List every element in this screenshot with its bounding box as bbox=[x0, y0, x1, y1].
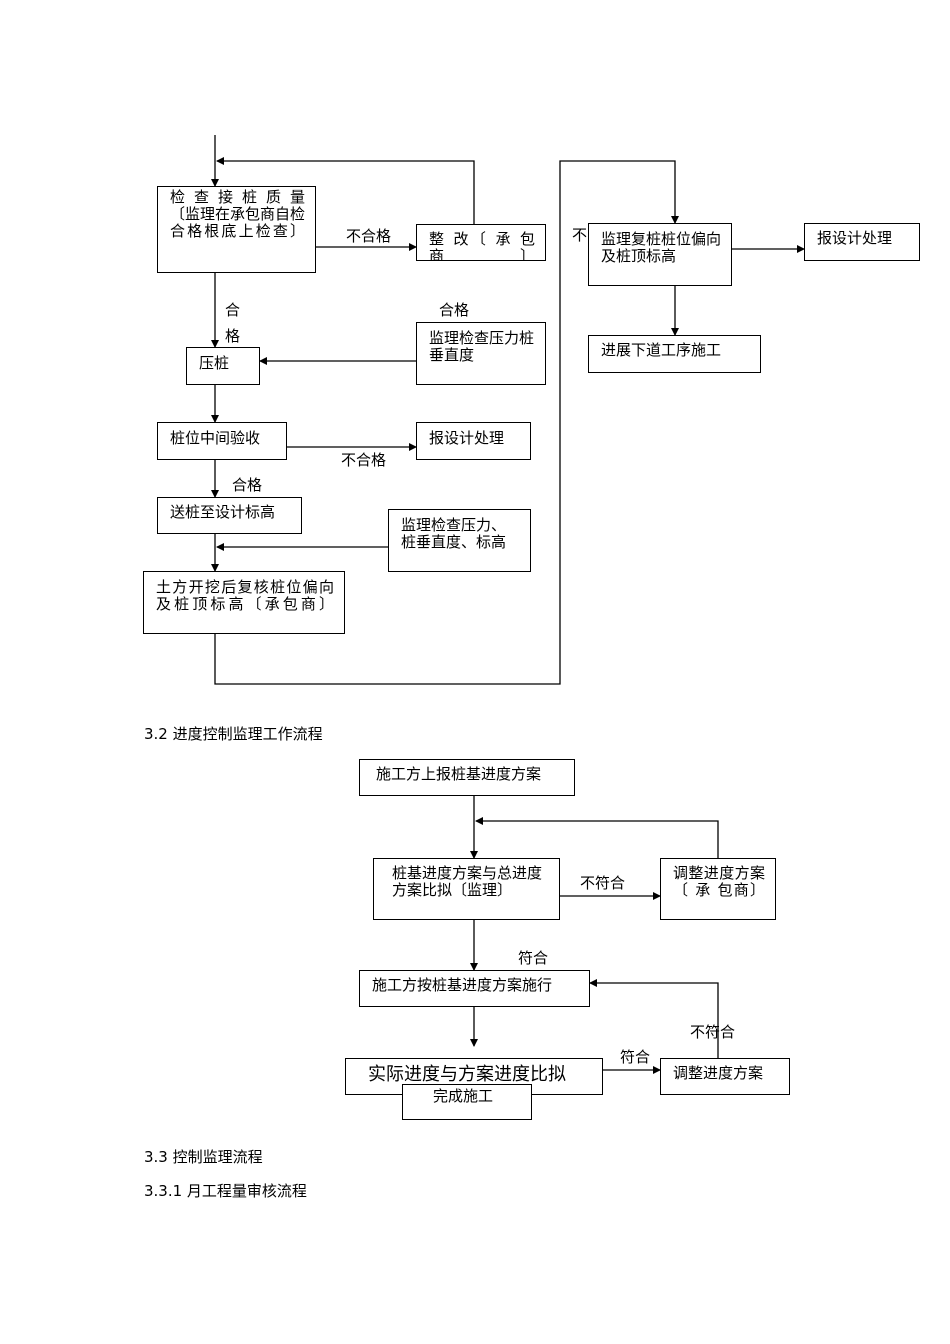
label-not-match-1: 不符合 bbox=[580, 874, 626, 892]
execute-plan-box: 施工方按桩基进度方案施行 bbox=[359, 970, 590, 1007]
label-pass-1a: 合 bbox=[225, 301, 241, 319]
label-pass-3: 合格 bbox=[232, 476, 263, 494]
check-pressure-elevation-box: 监理检查压力、桩垂直度、标高 bbox=[388, 509, 531, 572]
rectify-contractor-text: 整 改〔 承 包商〕 bbox=[429, 230, 535, 261]
next-process-box: 进展下道工序施工 bbox=[588, 335, 761, 373]
label-pass-1b: 格 bbox=[225, 327, 241, 345]
complete-construction-box: 完成施工 bbox=[402, 1084, 532, 1120]
report-design-box-1: 报设计处理 bbox=[416, 422, 531, 460]
report-design-text-2: 报设计处理 bbox=[817, 229, 893, 247]
compare-plans-text: 桩基进度方案与总进度方案比拟〔监理〕 bbox=[392, 864, 543, 899]
adjust-plan-text: 调整进度方案 bbox=[673, 1064, 764, 1082]
check-pressure-verticality-text: 监理检查压力桩垂直度 bbox=[429, 329, 535, 364]
label-match-1: 符合 bbox=[518, 949, 549, 967]
label-fail-2: 不合格 bbox=[341, 451, 387, 469]
supervisor-recheck-text: 监理复桩桩位偏向及桩顶标高 bbox=[601, 230, 722, 265]
press-pile-text: 压桩 bbox=[199, 354, 230, 372]
send-pile-elevation-text: 送桩至设计标高 bbox=[170, 503, 276, 521]
pile-mid-acceptance-box: 桩位中间验收 bbox=[157, 422, 287, 460]
label-not-match-2: 不符合 bbox=[690, 1023, 736, 1041]
excavate-recheck-text: 土方开挖后复核桩位偏向及桩顶标高〔承包商〕 bbox=[156, 578, 334, 613]
check-pressure-elevation-text: 监理检查压力、桩垂直度、标高 bbox=[401, 516, 507, 551]
execute-plan-text: 施工方按桩基进度方案施行 bbox=[372, 976, 553, 994]
send-pile-elevation-box: 送桩至设计标高 bbox=[157, 497, 302, 534]
adjust-plan-contractor-box: 调整进度方案〔 承 包商〕 bbox=[660, 858, 776, 920]
check-joint-quality-text: 检 查 接 桩 质 量〔监理在承包商自检合格根底上检查〕 bbox=[170, 188, 306, 240]
adjust-plan-box: 调整进度方案 bbox=[660, 1058, 790, 1095]
press-pile-box: 压桩 bbox=[186, 347, 260, 385]
label-fail-partial: 不 bbox=[572, 226, 588, 244]
section-3-3-heading: 3.3 控制监理流程 bbox=[144, 1148, 263, 1166]
section-3-3-1-heading: 3.3.1 月工程量审核流程 bbox=[144, 1182, 307, 1200]
report-design-text-1: 报设计处理 bbox=[429, 429, 505, 447]
supervisor-recheck-box: 监理复桩桩位偏向及桩顶标高 bbox=[588, 223, 732, 286]
complete-construction-text: 完成施工 bbox=[433, 1087, 494, 1105]
excavate-recheck-box: 土方开挖后复核桩位偏向及桩顶标高〔承包商〕 bbox=[143, 571, 345, 634]
check-pressure-verticality-box: 监理检查压力桩垂直度 bbox=[416, 322, 546, 385]
adjust-plan-contractor-text: 调整进度方案〔 承 包商〕 bbox=[673, 864, 765, 899]
label-fail-1: 不合格 bbox=[346, 227, 392, 245]
next-process-text: 进展下道工序施工 bbox=[601, 341, 722, 359]
label-pass-2: 合格 bbox=[439, 301, 470, 319]
check-joint-quality-box: 检 查 接 桩 质 量〔监理在承包商自检合格根底上检查〕 bbox=[157, 186, 316, 273]
rectify-contractor-box: 整 改〔 承 包商〕 bbox=[416, 224, 546, 261]
submit-plan-box: 施工方上报桩基进度方案 bbox=[359, 759, 575, 796]
actual-compare-text: 实际进度与方案进度比拟 bbox=[368, 1064, 566, 1085]
label-match-2: 符合 bbox=[620, 1048, 651, 1066]
pile-mid-acceptance-text: 桩位中间验收 bbox=[170, 429, 261, 447]
section-3-2-heading: 3.2 进度控制监理工作流程 bbox=[144, 725, 323, 743]
report-design-box-2: 报设计处理 bbox=[804, 223, 920, 261]
compare-plans-box: 桩基进度方案与总进度方案比拟〔监理〕 bbox=[373, 858, 560, 920]
submit-plan-text: 施工方上报桩基进度方案 bbox=[376, 765, 542, 783]
